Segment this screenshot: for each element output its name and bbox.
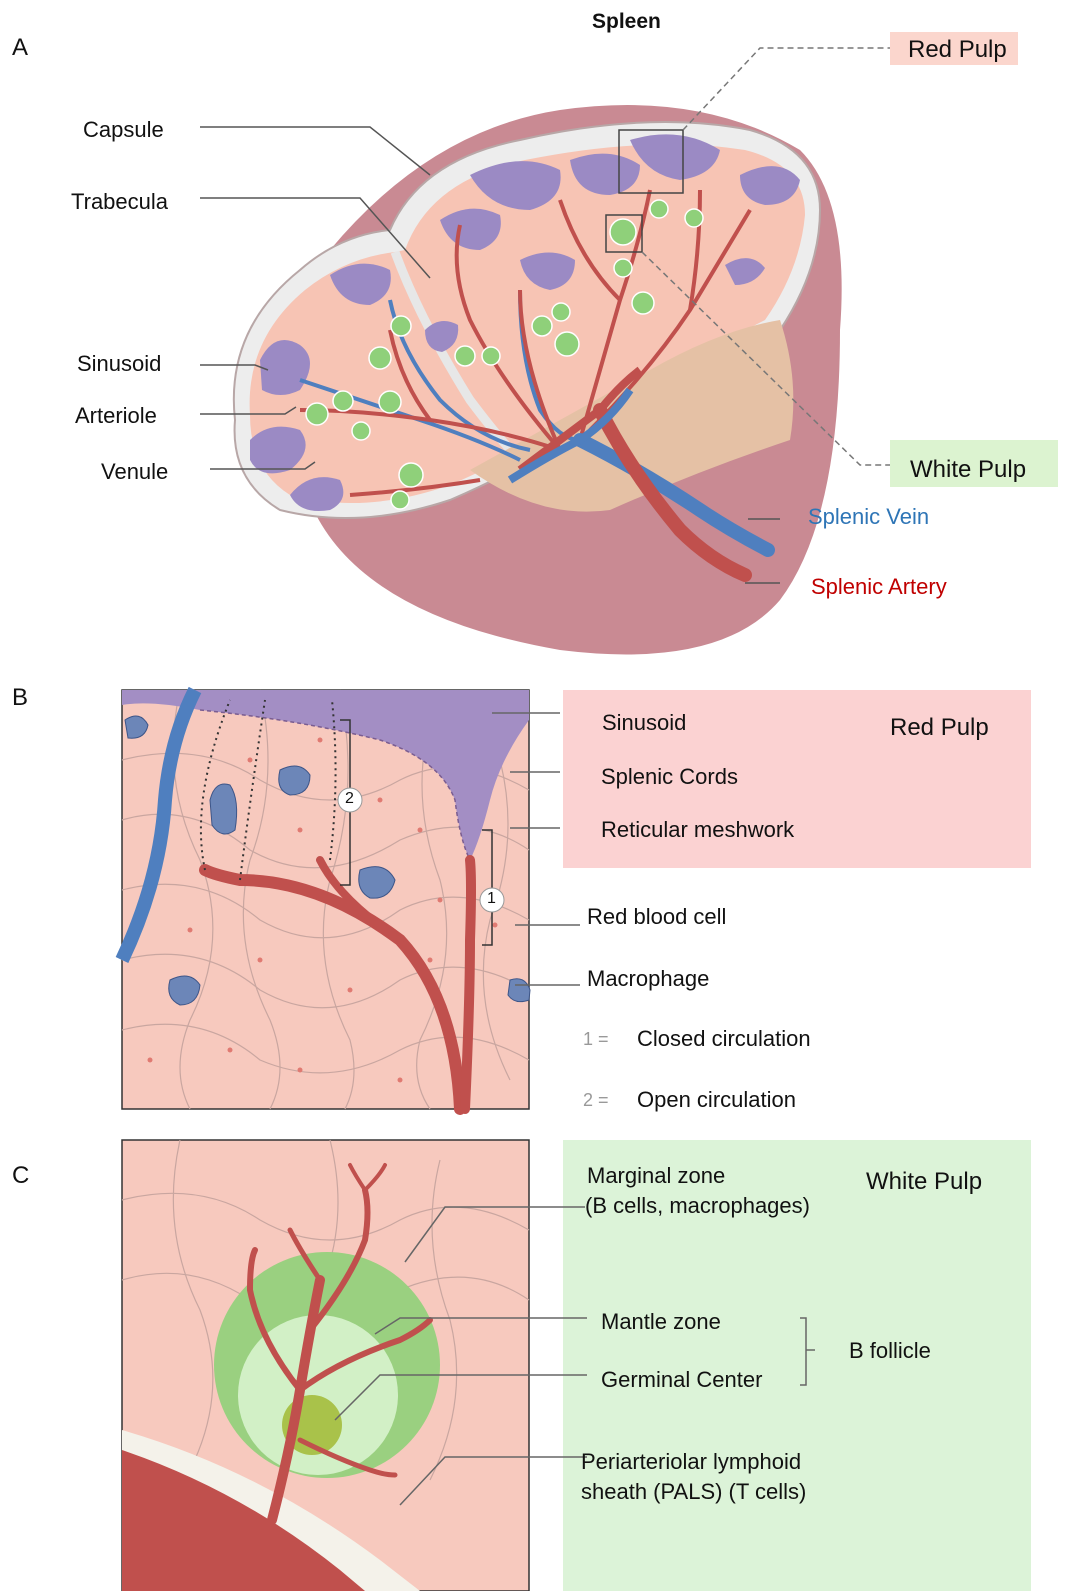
marker-2: 2	[345, 790, 354, 808]
splenic-vein-label: Splenic Vein	[808, 504, 929, 530]
spleen-illustration	[234, 105, 842, 654]
legend-text-2: Open circulation	[637, 1087, 796, 1113]
marker-1: 1	[487, 890, 496, 908]
white-pulp-box-title: White Pulp	[866, 1168, 982, 1196]
macrophage-label: Macrophage	[587, 966, 709, 992]
arteriole-label: Arteriole	[75, 403, 157, 429]
mantle-zone-label: Mantle zone	[601, 1309, 721, 1335]
legend-key-2: 2 =	[583, 1090, 609, 1111]
white-pulp-label-a: White Pulp	[910, 456, 1026, 484]
trabecula-label: Trabecula	[71, 189, 168, 215]
panel-c-letter: C	[12, 1162, 29, 1190]
panel-b-letter: B	[12, 684, 28, 712]
splenic-cords-label: Splenic Cords	[601, 764, 738, 790]
panel-a-letter: A	[12, 34, 28, 62]
pals-sub-label: sheath (PALS) (T cells)	[581, 1479, 806, 1505]
sinusoid-label-a: Sinusoid	[77, 351, 161, 377]
red-pulp-box-title: Red Pulp	[890, 714, 989, 742]
red-pulp-detail-illustration	[122, 690, 530, 1109]
splenic-artery-label: Splenic Artery	[811, 574, 947, 600]
page-title: Spleen	[592, 10, 661, 34]
legend-key-1: 1 =	[583, 1029, 609, 1050]
germinal-center-label: Germinal Center	[601, 1367, 762, 1393]
reticular-meshwork-label: Reticular meshwork	[601, 817, 794, 843]
red-blood-cell-label: Red blood cell	[587, 904, 726, 930]
venule-label: Venule	[101, 459, 168, 485]
marginal-zone-label: Marginal zone	[587, 1163, 725, 1189]
red-pulp-label-a: Red Pulp	[908, 36, 1007, 64]
capsule-label: Capsule	[83, 117, 164, 143]
b-follicle-label: B follicle	[849, 1338, 931, 1364]
sinusoid-label-b: Sinusoid	[602, 710, 686, 736]
legend-text-1: Closed circulation	[637, 1026, 811, 1052]
pals-label: Periarteriolar lymphoid	[581, 1449, 801, 1475]
marginal-zone-sub-label: (B cells, macrophages)	[585, 1193, 810, 1219]
